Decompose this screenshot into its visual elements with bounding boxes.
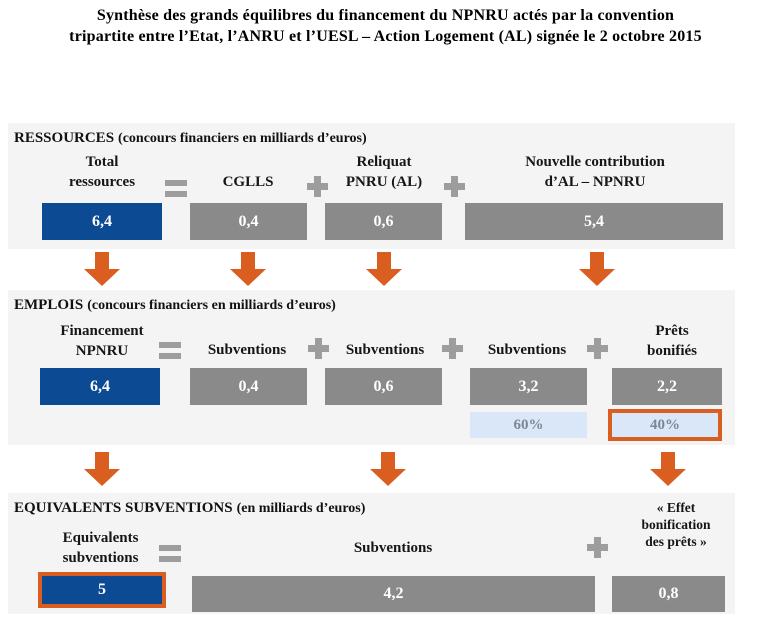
nouvelle-label-line1: Nouvelle contribution [525, 154, 665, 170]
plus-icon [307, 176, 328, 197]
nouvelle-value-box: 5,4 [465, 203, 723, 240]
ressources-heading: RESSOURCES (concours financiers en milli… [14, 129, 367, 147]
plus-icon [308, 338, 329, 359]
plus-icon [587, 338, 608, 359]
cglls-value-box: 0,4 [190, 203, 307, 240]
emplois-heading-text: EMPLOIS [14, 297, 84, 313]
effet-value: 0,8 [658, 585, 679, 602]
down-arrow-icon [366, 252, 402, 286]
effet-label-line2: bonification [641, 517, 711, 532]
nouvelle-contribution-label: Nouvelle contribution d’AL – NPNRU [465, 152, 725, 192]
equivalents-subventions-label: Equivalents subventions [28, 528, 173, 568]
prets-pct-badge-highlighted: 40% [608, 409, 722, 441]
equivalents-heading-sub: (en milliards d’euros) [236, 501, 366, 516]
prets-bonifies-label: Prêts bonifiés [612, 321, 732, 361]
down-arrow-icon [579, 252, 615, 286]
subventions-1-label: Subventions [187, 340, 307, 360]
total-ressources-value: 6,4 [92, 212, 112, 230]
ressources-heading-text: RESSOURCES [14, 130, 115, 146]
reliquat-pnru-label: Reliquat PNRU (AL) [324, 152, 444, 192]
emplois-heading: EMPLOIS (concours financiers en milliard… [14, 296, 336, 314]
cglls-value: 0,4 [238, 212, 259, 230]
nouvelle-label-line2: d’AL – NPNRU [544, 174, 646, 190]
title-line-2: tripartite entre l’Etat, l’ANRU et l’UES… [69, 28, 702, 45]
cglls-label-text: CGLLS [222, 174, 274, 190]
subventions-1-value: 0,4 [238, 377, 259, 395]
emplois-heading-sub: (concours financiers en milliards d’euro… [87, 298, 336, 313]
equivalents-label-line2: subventions [62, 550, 139, 566]
section-ressources: RESSOURCES (concours financiers en milli… [8, 123, 735, 249]
subventions-1-label-text: Subventions [207, 342, 287, 358]
total-ressources-value-box: 6,4 [42, 203, 162, 240]
equivalents-value-box-highlighted: 5 [38, 572, 166, 608]
equals-icon [165, 180, 187, 197]
equivalents-label-line1: Equivalents [62, 530, 139, 546]
effet-label-line3: des prêts » [645, 534, 707, 549]
down-arrow-icon [84, 252, 120, 286]
title-line-1: Synthèse des grands équilibres du financ… [96, 7, 675, 24]
subventions-total-label-text: Subventions [353, 540, 433, 556]
equivalents-heading: EQUIVALENTS SUBVENTIONS (en milliards d’… [14, 499, 365, 517]
subventions-total-value-box: 4,2 [192, 576, 595, 612]
subventions-2-label: Subventions [325, 340, 445, 360]
equivalents-heading-text: EQUIVALENTS SUBVENTIONS [14, 500, 233, 516]
financement-label-line1: Financement [60, 323, 144, 339]
total-ressources-label: Total ressources [22, 152, 182, 192]
subventions-1-value-box: 0,4 [190, 368, 307, 405]
section-emplois: EMPLOIS (concours financiers en milliard… [8, 290, 735, 445]
down-arrow-icon [84, 452, 120, 486]
cglls-label: CGLLS [188, 172, 308, 192]
prets-value: 2,2 [657, 377, 677, 395]
reliquat-label-line2: PNRU (AL) [345, 174, 423, 190]
prets-label-line2: bonifiés [646, 343, 697, 359]
nouvelle-value: 5,4 [584, 212, 604, 230]
down-arrow-icon [230, 252, 266, 286]
plus-icon [587, 537, 608, 558]
total-ressources-label-line2: ressources [68, 174, 136, 190]
reliquat-label-line1: Reliquat [356, 154, 412, 170]
prets-value-box: 2,2 [612, 368, 722, 405]
subventions-pct-badge: 60% [470, 412, 587, 438]
prets-label-line1: Prêts [655, 323, 689, 339]
subventions-2-label-text: Subventions [345, 342, 425, 358]
subventions-3-label-text: Subventions [487, 342, 567, 358]
prets-pct: 40% [650, 416, 680, 433]
plus-icon [444, 176, 465, 197]
subventions-3-value: 3,2 [518, 377, 539, 395]
down-arrow-icon [650, 452, 686, 486]
subventions-3-value-box: 3,2 [470, 368, 587, 405]
reliquat-value: 0,6 [373, 212, 394, 230]
subventions-total-label: Subventions [333, 538, 453, 558]
subventions-total-value: 4,2 [383, 585, 404, 602]
effet-bonification-label: « Effet bonification des prêts » [616, 499, 736, 550]
effet-value-box: 0,8 [612, 576, 725, 612]
subventions-pct: 60% [513, 416, 544, 433]
reliquat-value-box: 0,6 [325, 203, 442, 240]
financement-label-line2: NPNRU [75, 343, 129, 359]
equals-icon [159, 545, 181, 562]
subventions-2-value: 0,6 [373, 377, 394, 395]
financement-npnru-label: Financement NPNRU [22, 321, 182, 361]
equivalents-value: 5 [98, 581, 106, 598]
ressources-heading-sub: (concours financiers en milliards d’euro… [118, 131, 367, 146]
subventions-2-value-box: 0,6 [325, 368, 442, 405]
financement-value: 6,4 [90, 377, 110, 395]
equals-icon [159, 342, 181, 359]
effet-label-line1: « Effet [656, 500, 696, 515]
financement-value-box: 6,4 [40, 368, 160, 405]
section-equivalents-subventions: EQUIVALENTS SUBVENTIONS (en milliards d’… [8, 493, 735, 614]
page-title: Synthèse des grands équilibres du financ… [0, 5, 771, 47]
plus-icon [442, 338, 463, 359]
down-arrow-icon [370, 452, 406, 486]
total-ressources-label-line1: Total [85, 154, 119, 170]
subventions-3-label: Subventions [467, 340, 587, 360]
